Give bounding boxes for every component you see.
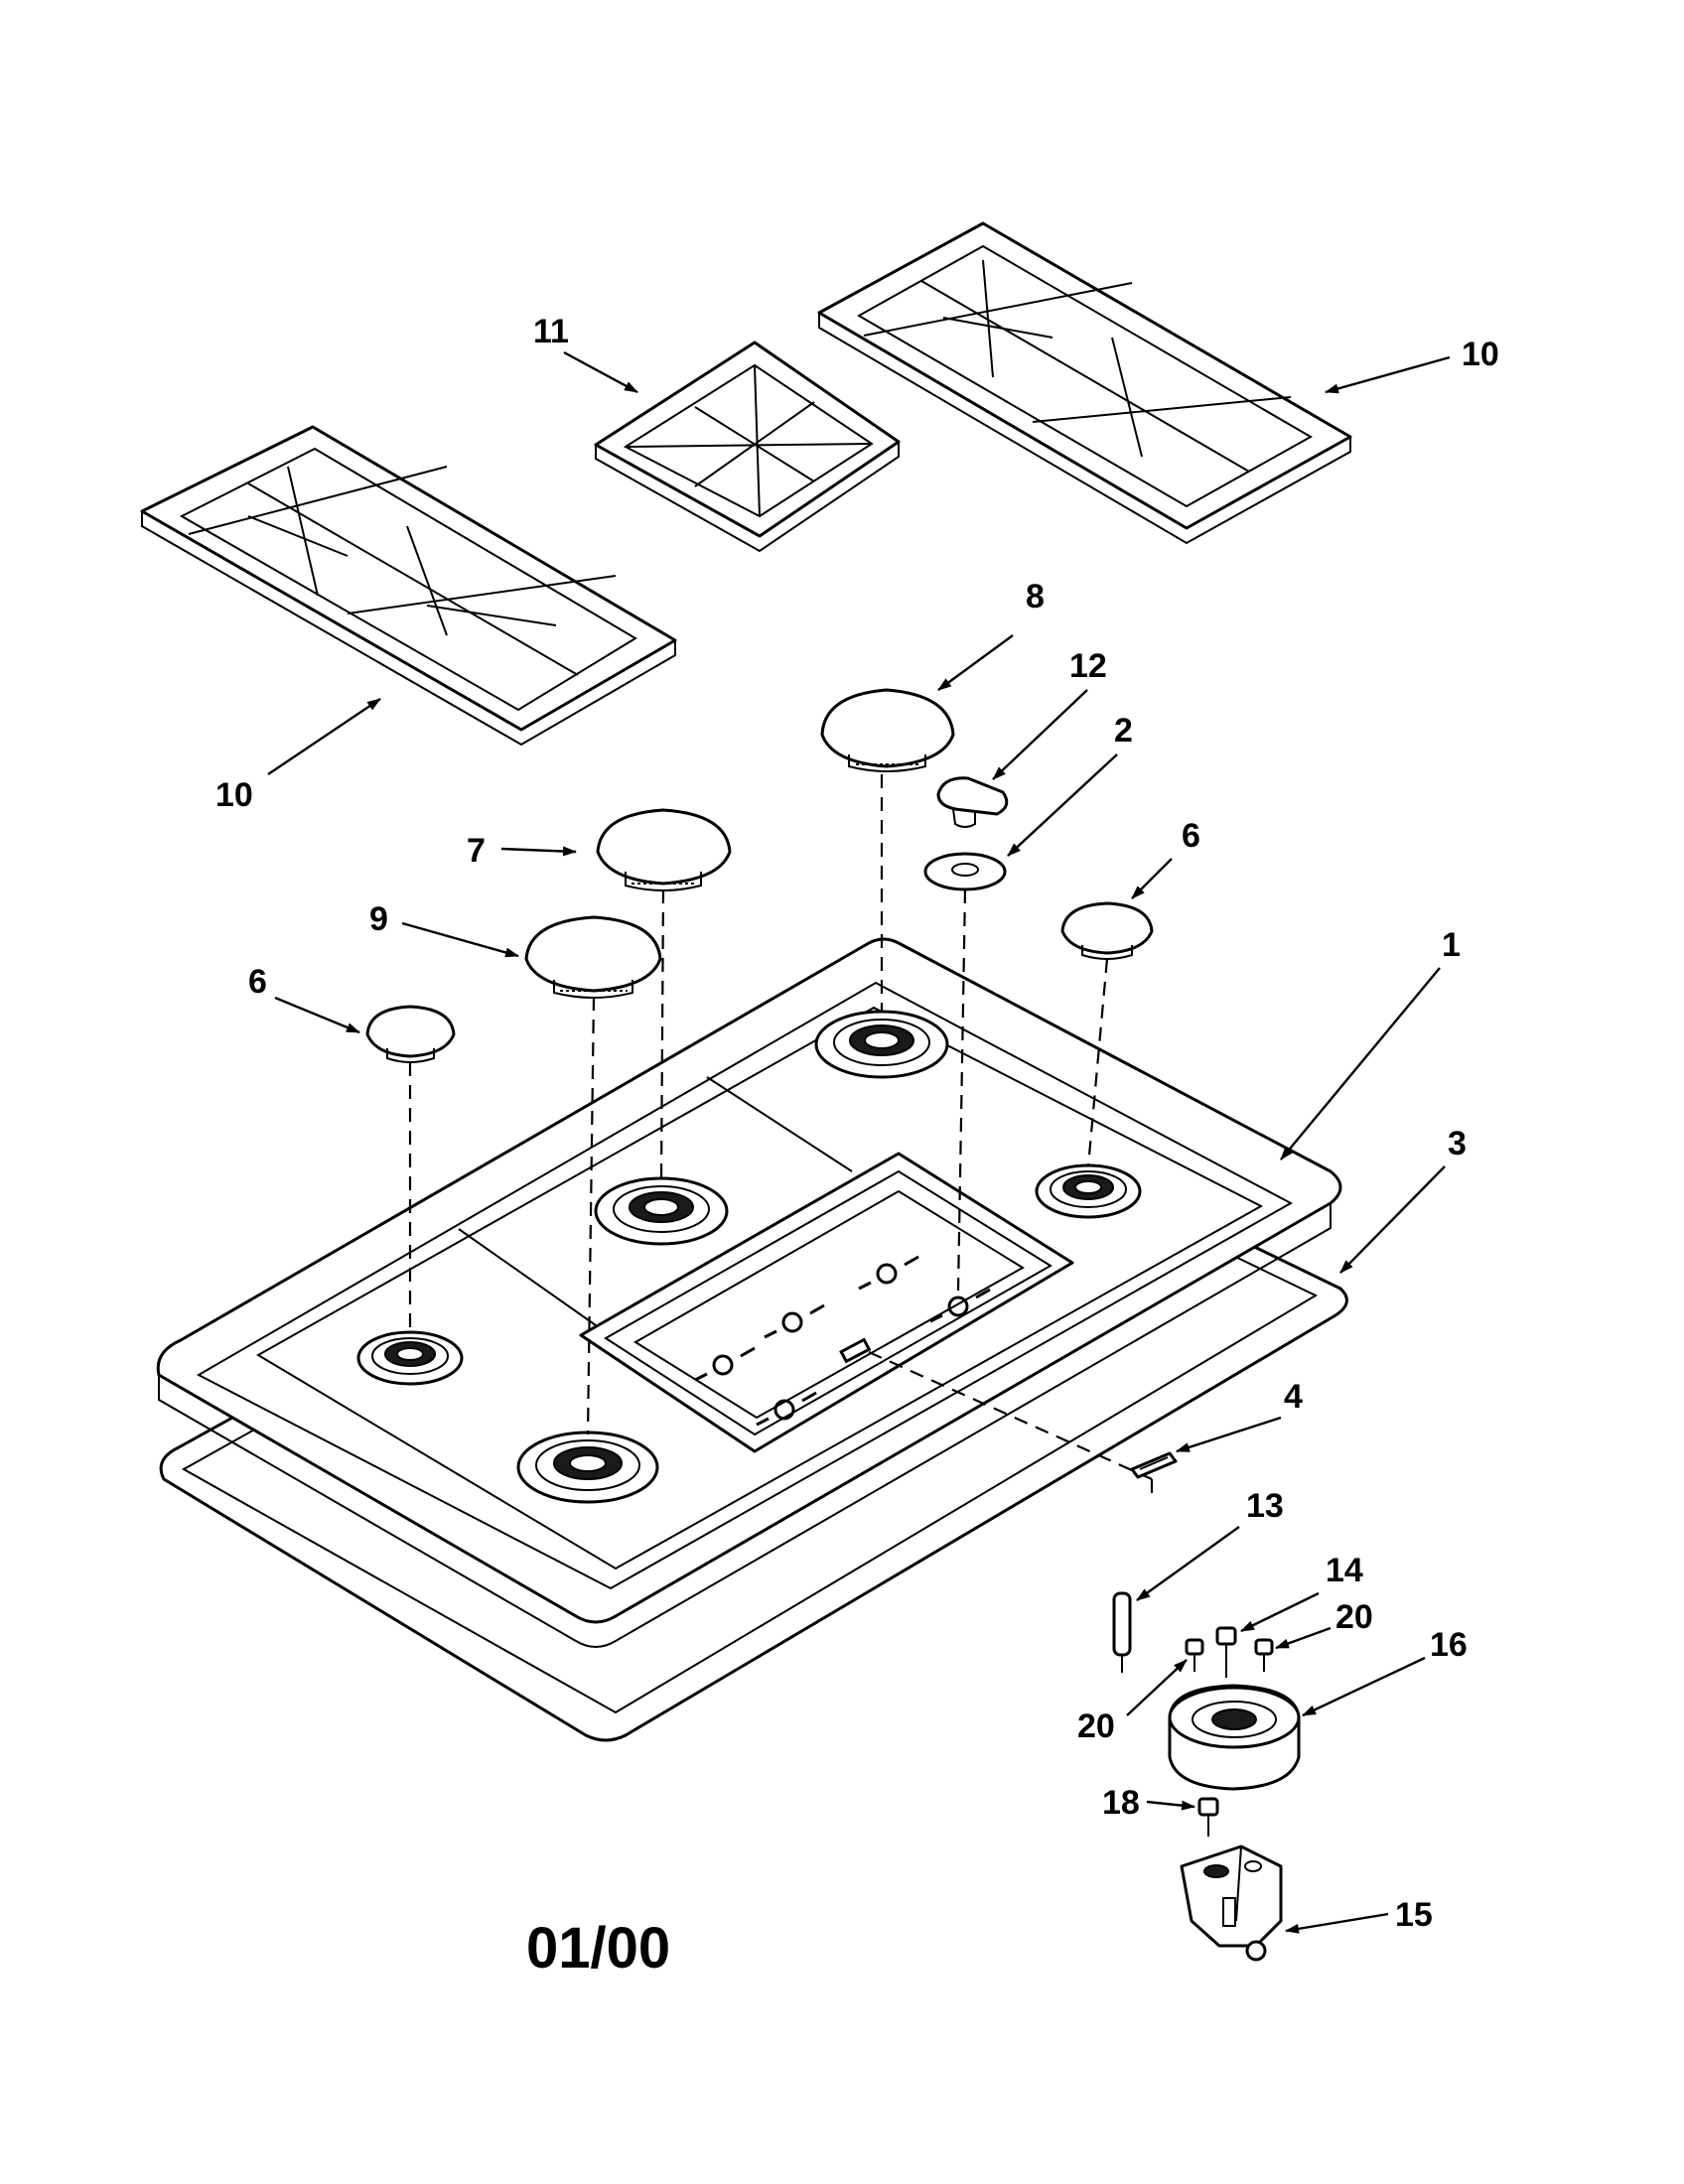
callout-12: 12 — [1069, 647, 1107, 685]
badge-4 — [1130, 1451, 1178, 1479]
burner-base-right — [1035, 1163, 1142, 1219]
callout-6-right: 6 — [1182, 817, 1200, 855]
burner-head-16 — [1168, 1684, 1301, 1791]
screw-20-left — [1185, 1638, 1204, 1672]
grate-center — [594, 341, 901, 553]
callout-10-left: 10 — [215, 776, 253, 814]
callout-1: 1 — [1442, 926, 1461, 964]
cooktop-main — [156, 937, 1342, 1648]
callout-4: 4 — [1284, 1378, 1303, 1416]
grate-right — [817, 221, 1352, 545]
callout-15: 15 — [1395, 1896, 1433, 1934]
burner-cap-9 — [524, 915, 662, 999]
burner-cap-6-right — [1060, 901, 1154, 960]
burner-cap-7 — [596, 808, 732, 891]
callout-2: 2 — [1114, 712, 1133, 750]
screw-18 — [1197, 1797, 1219, 1837]
burner-cap-6-left — [365, 1005, 456, 1063]
callout-6-left: 6 — [248, 963, 267, 1001]
alignment-lines — [408, 774, 1154, 1499]
burner-base-left — [356, 1330, 464, 1386]
callout-7: 7 — [467, 832, 486, 870]
burner-base-mid-left — [594, 1176, 729, 1246]
valve-bracket-15 — [1180, 1844, 1283, 1962]
control-knob — [936, 776, 1009, 828]
callout-10-right: 10 — [1462, 336, 1499, 373]
callout-8: 8 — [1026, 578, 1045, 615]
callout-20-right: 20 — [1335, 1598, 1373, 1636]
screw-14 — [1215, 1626, 1237, 1678]
callout-16: 16 — [1430, 1626, 1468, 1664]
callout-9: 9 — [369, 900, 388, 938]
callout-11: 11 — [533, 313, 569, 350]
burner-base-front — [516, 1431, 659, 1504]
callout-labels: 10 11 10 8 12 2 7 6 9 6 1 3 4 13 14 20 1… — [215, 313, 1499, 1934]
spark-electrode-13 — [1112, 1591, 1132, 1673]
callout-3: 3 — [1448, 1125, 1467, 1162]
screw-20-right — [1254, 1638, 1274, 1672]
callout-14: 14 — [1326, 1552, 1363, 1589]
callout-13: 13 — [1246, 1487, 1284, 1525]
leader-lines — [267, 350, 1451, 1934]
knob-bezel — [923, 852, 1007, 891]
callout-20-left: 20 — [1077, 1707, 1115, 1745]
grate-left — [140, 425, 677, 747]
burner-base-rear-center — [814, 1010, 949, 1079]
burner-cap-8 — [820, 688, 955, 772]
date-code: 01/00 — [526, 1916, 670, 1980]
callout-18: 18 — [1102, 1784, 1140, 1822]
